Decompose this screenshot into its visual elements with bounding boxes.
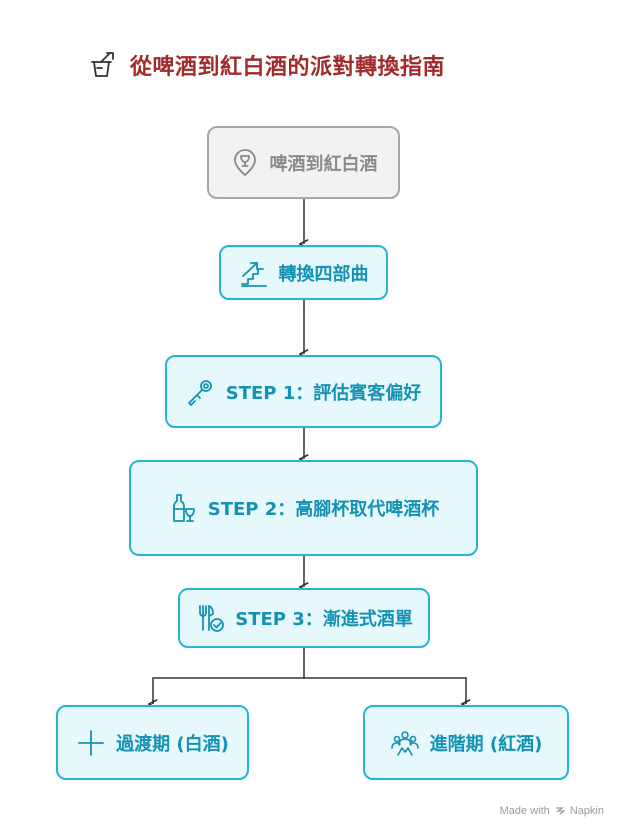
connector-step3-to-branches	[152, 648, 467, 704]
node-phase-label: 轉換四部曲	[278, 263, 369, 285]
ice-bucket-icon	[88, 50, 118, 80]
node-step2: STEP 2：高腳杯取代啤酒杯	[129, 460, 478, 556]
node-step2-label: STEP 2：高腳杯取代啤酒杯	[207, 499, 440, 520]
node-phase: 轉換四部曲	[219, 245, 388, 300]
corkscrew-icon	[186, 377, 216, 407]
plus-icon	[76, 728, 106, 758]
node-advanced-red: 進階期 (紅酒)	[363, 705, 569, 780]
title-text: 從啤酒到紅白酒的派對轉換指南	[130, 55, 446, 80]
node-step1: STEP 1：評估賓客偏好	[165, 355, 442, 428]
napkin-attribution: Made with Napkin	[500, 805, 604, 817]
node-transition-white: 過渡期 (白酒)	[56, 705, 249, 780]
node-transition-white-label: 過渡期 (白酒)	[116, 733, 229, 755]
node-step3-label: STEP 3：漸進式酒單	[235, 609, 413, 630]
footer-made-with: Made with	[499, 805, 550, 817]
node-step3: STEP 3：漸進式酒單	[178, 588, 430, 648]
stairs-arrow-icon	[239, 258, 269, 288]
fork-check-icon	[195, 603, 225, 633]
location-pin-wine-icon	[230, 148, 260, 178]
node-step1-label: STEP 1：評估賓客偏好	[225, 382, 422, 404]
diagram-title: 從啤酒到紅白酒的派對轉換指南	[88, 47, 445, 83]
node-root: 啤酒到紅白酒	[207, 126, 400, 199]
napkin-logo-icon	[555, 806, 565, 816]
wine-bottle-glass-icon	[168, 493, 198, 523]
people-group-icon	[390, 728, 420, 758]
footer-brand: Napkin	[569, 805, 604, 817]
node-advanced-red-label: 進階期 (紅酒)	[429, 733, 543, 755]
node-root-label: 啤酒到紅白酒	[269, 153, 378, 175]
